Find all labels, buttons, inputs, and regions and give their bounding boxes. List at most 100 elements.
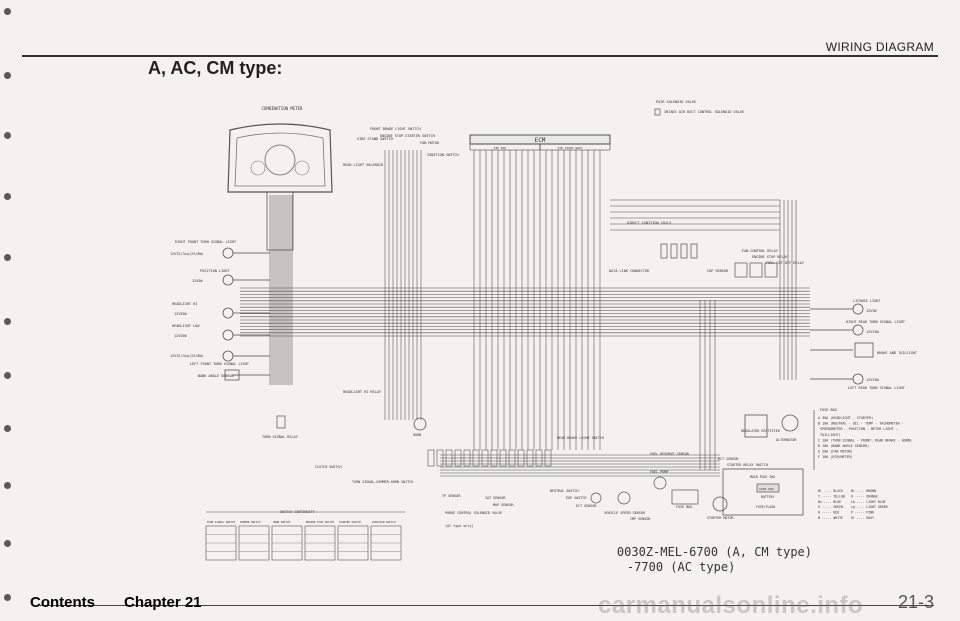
injector-symbol	[544, 449, 552, 467]
brake-tail-light-label: BRAKE AND TAILLIGHT	[877, 351, 918, 355]
fuse-flash-label: FUSE/FLASH	[756, 505, 775, 509]
vehicle-speed-sensor-label: VEHICLE SPEED SENSOR	[604, 511, 646, 515]
right-front-turn-rating: 12V32/3cp(23/8W)	[170, 252, 204, 256]
switch-table-title: ENGINE STOP SWITCH	[306, 520, 335, 524]
injector-symbol	[463, 449, 471, 467]
legend-line: Br ---- BROWN	[851, 489, 876, 493]
legend-line: Lg ---- LIGHT GREEN	[851, 505, 888, 509]
legend-line: Bl ---- BLACK	[818, 489, 843, 493]
injector-symbol	[517, 449, 525, 467]
legend-line: TAILLIGHT)	[818, 433, 840, 437]
left-light-symbols	[222, 247, 240, 381]
main-fuse-label: MAIN FUSE 30A	[750, 475, 775, 479]
horn-symbol	[413, 417, 427, 431]
ect-sensor-label: ECT SENSOR	[718, 457, 739, 461]
fuel-reserve-sensor-label: FUEL RESERVE SENSOR	[650, 452, 690, 456]
purge-control-label: PURGE CONTROL SOLENOID VALVE	[445, 511, 502, 515]
injector-symbol	[445, 449, 453, 467]
intake-air-duct-valve-label: INTAKE AIR DUCT CONTROL SOLENOID VALVE	[664, 110, 744, 114]
battery-symbol	[756, 483, 780, 493]
right-rear-turn-rating: 12V23W	[866, 330, 880, 334]
part-number-line1: 0030Z-MEL-6700 (A, CM type)	[616, 545, 812, 559]
injector-symbol	[472, 449, 480, 467]
turn-signal-relay-label: TURN SIGNAL RELAY	[262, 435, 299, 439]
part-number-line2: -7700 (AC type)	[626, 560, 736, 574]
legend-line: F 10A (ECM/METER)	[818, 455, 853, 459]
header-rule	[22, 55, 938, 57]
front-brake-light-switch-label: FRONT BRAKE LIGHT SWITCH	[370, 127, 421, 131]
purge-note: (AC type only)	[445, 524, 474, 528]
contents-link[interactable]: Contents	[30, 594, 95, 611]
part-number: 0030Z-MEL-6700 (A, CM type) -7700 (AC ty…	[617, 545, 812, 575]
ecm-unit: ECM 33P BLK 33P LIGHT GRAY	[469, 134, 611, 151]
legend-line: A 30A (HEADLIGHT - STARTER)	[818, 416, 873, 420]
engine-stop-relay-label: ENGINE STOP RELAY	[752, 255, 789, 259]
fuel-cutoff-relay-label: FUEL CUT-OFF RELAY	[766, 261, 805, 265]
fuse-box-small-label: FUSE BOX	[676, 505, 693, 509]
switch-table-title: TURN SIGNAL SWITCH	[207, 520, 236, 524]
binder-hole	[4, 372, 11, 379]
binder-hole	[4, 8, 11, 15]
fuse-box-label: FUSE BOX	[820, 408, 838, 412]
headlight-low-rating: 12V55W	[174, 334, 188, 338]
battery-rating: 12V8.6AH	[759, 487, 774, 491]
page-subtitle: A, AC, CM type:	[148, 58, 283, 78]
turn-dimmer-horn-label: TURN SIGNAL-DIMMER-HORN SWITCH	[352, 480, 413, 484]
side-stand-switch-label: SIDE STAND SWITCH	[357, 137, 393, 141]
injector-symbol	[490, 449, 498, 467]
ect-sensor2-label: ECT SENSOR	[576, 504, 597, 508]
tp-sensor-label: TP SENSOR	[442, 494, 461, 498]
page-number: 21-3	[897, 592, 934, 612]
left-front-turn-rating: 12V32/3cp(23/8W)	[170, 354, 204, 358]
regulator-rectifier-symbol	[744, 414, 768, 438]
horn-label: HORN	[413, 433, 421, 437]
position-light-label: POSITION LIGHT	[200, 269, 230, 273]
headlight-hi-label: HEADLIGHT HI	[172, 302, 197, 306]
binder-hole	[4, 254, 11, 261]
legend-line: E 20A (FAN MOTOR)	[818, 450, 853, 454]
eop-switch-label: EOP SWITCH	[566, 496, 586, 500]
starter-relay-switch-label: STARTER RELAY SWITCH	[727, 463, 768, 467]
license-light-rating: 12V5W	[866, 309, 877, 313]
combination-meter-label: COMBINATION METER	[262, 106, 304, 111]
cmp-sensor-label: CMP SENSOR	[630, 517, 651, 521]
legend-line: Lb ---- LIGHT BLUE	[851, 500, 886, 504]
injector-symbol	[508, 449, 516, 467]
switch-table-title: HORN SWITCH	[273, 520, 291, 524]
injector-symbol	[535, 449, 543, 467]
headlight-hi-rating: 12V55W	[174, 312, 188, 316]
ecm-label: ECM	[535, 137, 546, 144]
neutral-switch-label: NEUTRAL SWITCH	[550, 489, 579, 493]
headlight-low-label: HEADLIGHT LOW	[172, 324, 200, 328]
injector-symbol	[526, 449, 534, 467]
binder-hole	[4, 540, 11, 547]
fan-control-relay-label: FAN CONTROL RELAY	[742, 249, 779, 253]
rear-brake-switch-label: REAR BRAKE LIGHT SWITCH	[557, 436, 604, 440]
map-sensor-label: MAP SENSOR	[493, 503, 514, 507]
chapter-link[interactable]: Chapter 21	[124, 594, 202, 611]
fuse-box-lines: A 30A (HEADLIGHT - STARTER)B 10A (NEUTRA…	[818, 416, 912, 459]
injector-symbol	[427, 449, 435, 467]
legend-line: O ----- ORANGE	[851, 494, 878, 498]
binder-hole	[4, 72, 11, 79]
left-rear-turn-rating: 12V23W	[866, 378, 880, 382]
regulator-rectifier-label: REGULATOR RECTIFIER	[741, 429, 781, 433]
iat-sensor-label: IAT SENSOR	[485, 496, 506, 500]
ecm-connector-right: 33P LIGHT GRAY	[557, 146, 582, 150]
pair-solenoid-valve-symbol	[654, 108, 661, 116]
legend-line: Gr ---- GRAY	[851, 516, 874, 520]
clutch-switch-label: CLUTCH SWITCH	[315, 465, 342, 469]
injector-symbol	[436, 449, 444, 467]
combination-meter: COMBINATION METER	[227, 106, 333, 251]
turn-signal-relay-symbol	[276, 415, 286, 429]
legend-line: SPEEDOMETER - POSITION - METER LIGHT -	[818, 427, 898, 431]
binder-holes	[4, 0, 16, 621]
fuse-box-small-symbol	[671, 489, 699, 505]
fan-motor-label: FAN MOTOR	[420, 141, 440, 145]
ckp-sensor-label: CKP SENSOR	[707, 269, 729, 273]
headlight-hi-relay-label: HEADLIGHT HI RELAY	[343, 390, 382, 394]
injector-symbol	[454, 449, 462, 467]
license-light-label: LICENSE LIGHT	[853, 299, 881, 303]
